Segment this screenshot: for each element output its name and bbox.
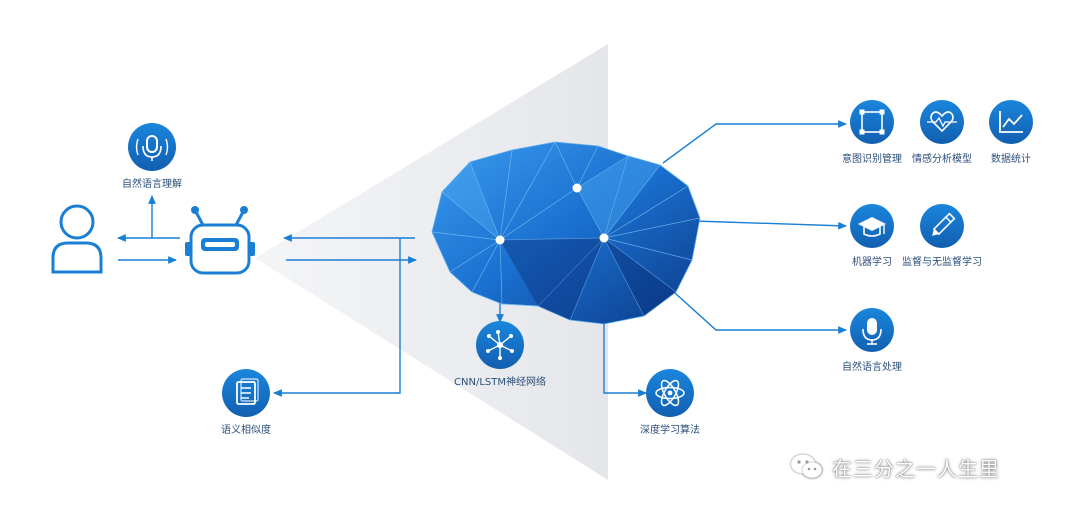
document-icon (222, 369, 270, 417)
label-sentiment: 情感分析模型 (912, 154, 972, 165)
microphone-icon (850, 308, 894, 352)
line-chart-icon (989, 100, 1033, 144)
label-semantic-similarity: 语义相似度 (221, 425, 271, 436)
label-ml: 机器学习 (852, 257, 892, 268)
label-neural-network: CNN/LSTM神经网络 (454, 377, 546, 388)
label-supervised: 监督与无监督学习 (902, 257, 982, 268)
watermark-text: 在三分之一人生里 (832, 456, 1000, 481)
atom-icon (646, 369, 694, 417)
neural-network-icon (476, 321, 524, 369)
microphone-icon (128, 123, 176, 171)
robot-icon (185, 206, 255, 275)
label-nlp: 自然语言处理 (842, 362, 902, 373)
graduation-cap-icon (850, 204, 894, 248)
label-nlu: 自然语言理解 (122, 179, 182, 190)
wechat-icon (791, 454, 823, 479)
icon-badges (128, 100, 1033, 417)
label-intent: 意图识别管理 (842, 154, 902, 165)
label-deep-learning: 深度学习算法 (640, 425, 700, 436)
label-stats: 数据统计 (991, 154, 1031, 165)
intent-frame-icon (850, 100, 894, 144)
connector-lines (117, 120, 847, 397)
heart-monitor-icon (920, 100, 964, 144)
user-icon (51, 204, 103, 274)
pencil-icon (920, 204, 964, 248)
polygon-brain (431, 141, 701, 325)
watermark: 在三分之一人生里 (790, 452, 1000, 482)
